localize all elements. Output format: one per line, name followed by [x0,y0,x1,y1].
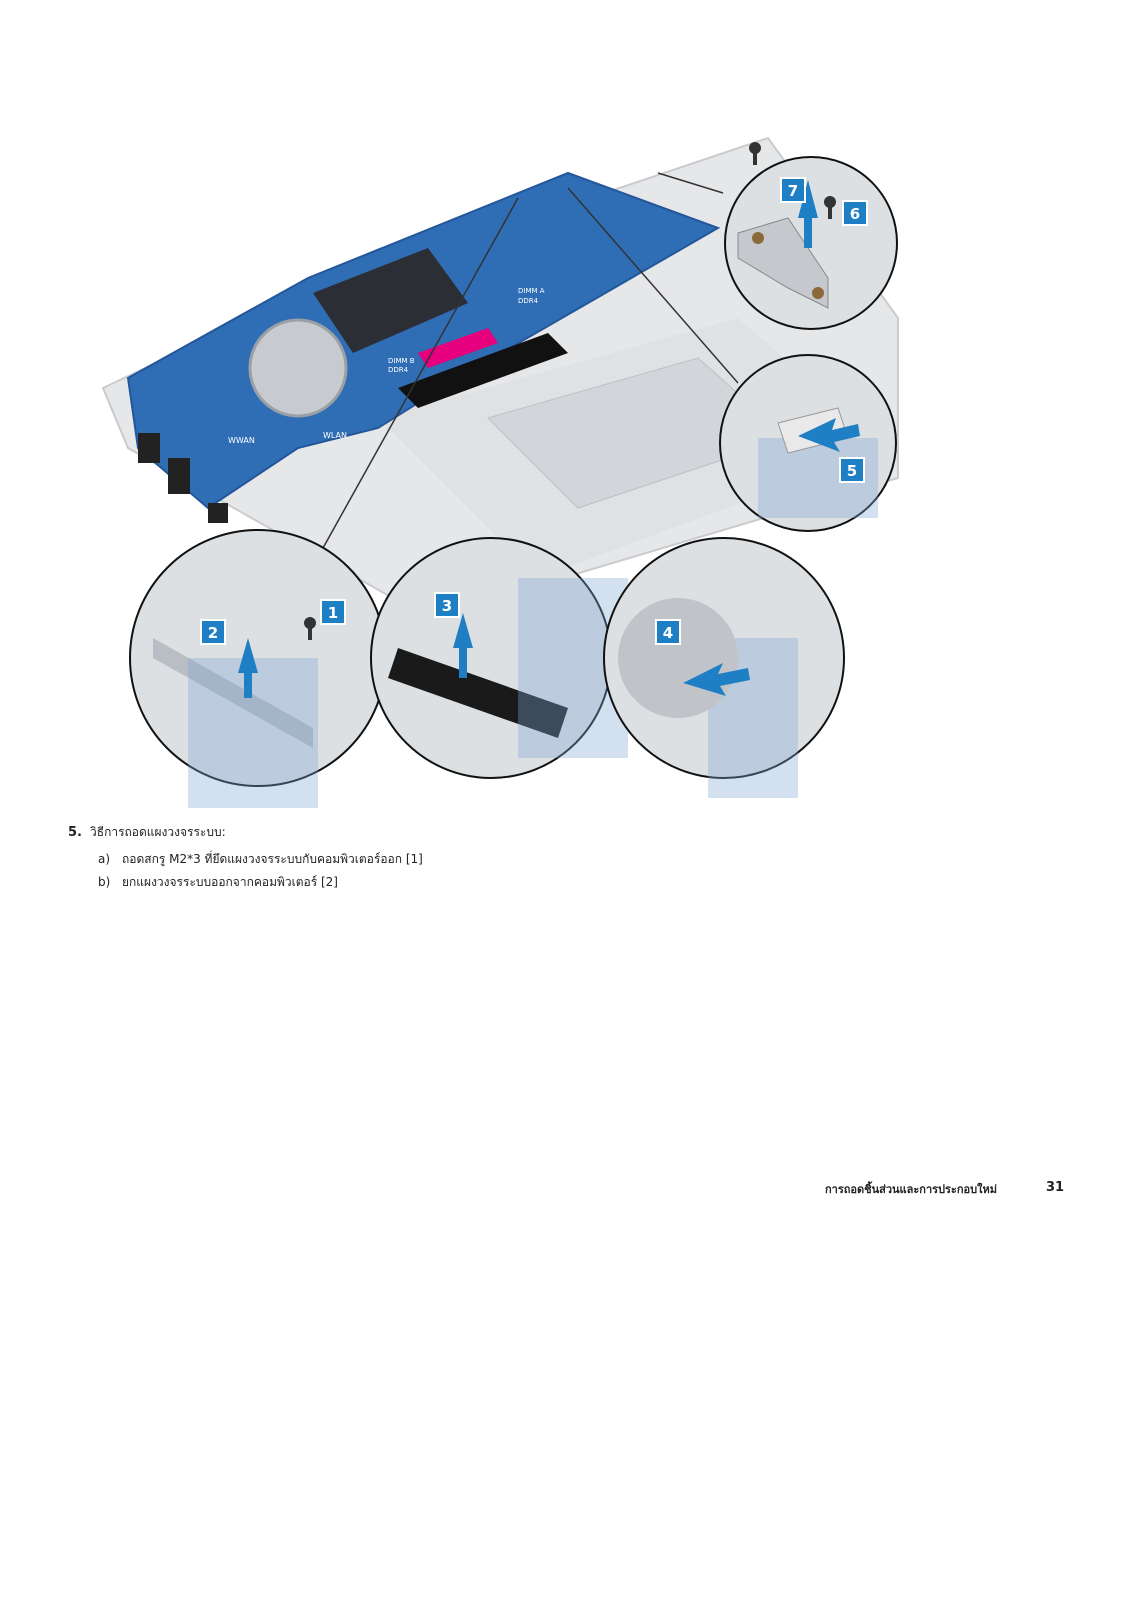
zoom-circle-3 [370,537,628,779]
svg-text:DDR4: DDR4 [518,297,539,305]
zoom-circle-1-2 [129,529,387,808]
svg-text:WLAN: WLAN [323,431,347,440]
callout-1: 1 [328,604,338,622]
disassembly-illustration: WWAN WLAN DIMM A DDR4 DIMM B DDR4 [98,118,918,808]
svg-text:DIMM A: DIMM A [518,287,545,295]
zoom-circle-4 [603,537,845,798]
arrow-2 [238,638,258,698]
svg-text:WWAN: WWAN [228,436,255,445]
arrow-7 [798,180,818,248]
callout-5: 5 [847,462,857,480]
callout-3: 3 [442,597,452,615]
substep-b: b) ยกแผงวงจรระบบออกจากคอมพิวเตอร์ [2] [98,873,338,892]
footer-section-title: การถอดชิ้นส่วนและการประกอบใหม่ [825,1183,997,1196]
arrow-3 [453,613,473,678]
callout-2: 2 [208,624,218,642]
svg-text:DDR4: DDR4 [388,366,409,374]
substep-text: ถอดสกรู M2*3 ที่ยึดแผงวงจรระบบกับคอมพิวเ… [122,852,423,866]
substep-a: a) ถอดสกรู M2*3 ที่ยึดแผงวงจรระบบกับคอมพิ… [98,850,423,869]
svg-text:DIMM B: DIMM B [388,357,415,365]
callout-6: 6 [850,205,860,223]
substep-text: ยกแผงวงจรระบบออกจากคอมพิวเตอร์ [2] [122,875,338,889]
substep-letter: a) [98,852,111,866]
arrow-5 [798,418,860,452]
page-number: 31 [1046,1180,1065,1195]
step-number: 5. [68,825,82,840]
memory-slot [398,333,568,408]
substep-letter: b) [98,875,111,889]
arrow-4 [683,663,750,696]
step-text: วิธีการถอดแผงวงจรระบบ: [90,825,226,839]
callout-4: 4 [663,624,673,642]
callout-7: 7 [788,182,798,200]
step-5: 5. วิธีการถอดแผงวงจรระบบ: [68,823,226,842]
zoom-circle-5 [719,354,897,532]
heatsink [313,248,468,353]
